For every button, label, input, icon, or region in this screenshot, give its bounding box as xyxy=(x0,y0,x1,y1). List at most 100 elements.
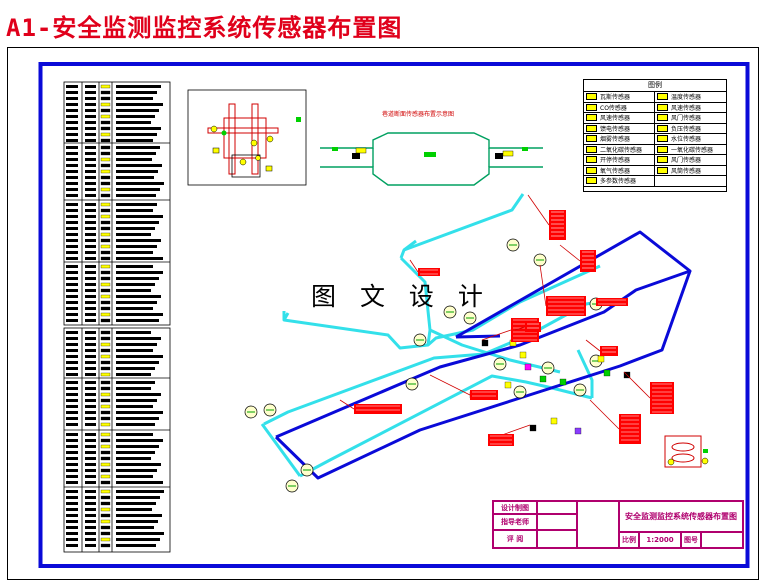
table-cell-mark xyxy=(116,393,161,396)
table-cell-mark xyxy=(100,404,111,409)
legend-symbol-icon xyxy=(586,166,597,174)
table-cell-mark xyxy=(116,405,153,408)
table-cell-mark xyxy=(66,469,78,472)
table-cell-mark xyxy=(66,423,78,426)
table-cell-mark xyxy=(66,182,78,185)
table-cell-mark xyxy=(100,232,111,237)
table-cell-mark xyxy=(85,301,96,304)
table-cell-mark xyxy=(66,319,78,322)
table-cell-mark xyxy=(66,97,78,100)
legend-item: 风门传感器 xyxy=(655,113,726,124)
legend-symbol-icon xyxy=(586,177,597,185)
table-cell-mark xyxy=(116,423,155,426)
table-cell-mark xyxy=(100,386,111,391)
legend-symbol-icon xyxy=(586,114,597,122)
advisor-value xyxy=(537,514,577,530)
table-cell-mark xyxy=(85,239,96,242)
table-cell-mark xyxy=(66,439,78,442)
table-cell-mark xyxy=(66,265,78,268)
legend-symbol-icon xyxy=(657,135,668,143)
table-cell-mark xyxy=(85,271,96,274)
table-cell-mark xyxy=(100,126,111,131)
table-cell-mark xyxy=(85,445,96,448)
legend-label: 瓦斯传感器 xyxy=(600,94,631,102)
annotation-label xyxy=(600,346,618,356)
table-cell-mark xyxy=(116,265,153,268)
table-cell-mark xyxy=(100,416,111,421)
table-cell-mark xyxy=(116,445,159,448)
section-diagram xyxy=(320,132,543,186)
sensor-block-icon xyxy=(574,427,582,435)
detail-box xyxy=(187,89,307,186)
leader-line xyxy=(539,264,547,307)
legend-symbol-icon xyxy=(586,124,597,132)
table-cell-mark xyxy=(85,146,96,149)
table-cell-mark xyxy=(116,355,163,358)
table-cell-mark xyxy=(85,373,96,376)
table-cell-mark xyxy=(100,250,111,255)
table-cell-mark xyxy=(100,145,111,150)
table-cell-mark xyxy=(100,480,111,485)
table-cell-mark xyxy=(66,221,78,224)
table-cell-mark xyxy=(85,127,96,130)
table-cell-mark xyxy=(85,469,96,472)
legend-symbol-icon xyxy=(586,135,597,143)
legend-label: 二氧化碳传感器 xyxy=(600,146,643,154)
table-cell-mark xyxy=(116,313,163,316)
table-cell-mark xyxy=(85,257,96,260)
legend-item: 负压传感器 xyxy=(655,124,726,134)
annotations xyxy=(339,194,674,446)
table-cell-mark xyxy=(100,294,111,299)
section-sensors xyxy=(332,147,528,159)
table-cell-mark xyxy=(85,526,96,529)
table-cell-mark xyxy=(66,387,78,390)
legend-symbol-icon xyxy=(657,124,668,132)
table-cell-mark xyxy=(85,520,96,523)
sensor-block-icon xyxy=(529,424,537,432)
table-cell-mark xyxy=(100,169,111,174)
table-cell-mark xyxy=(100,175,111,180)
scale-label: 比例 xyxy=(619,532,639,548)
table-cell-mark xyxy=(100,318,111,323)
sensor-block-icon xyxy=(603,369,611,377)
sensor-block-icon xyxy=(539,375,547,383)
table-cell-mark xyxy=(100,348,111,353)
legend-label: 风速传感器 xyxy=(600,115,631,123)
table-cell-mark xyxy=(66,215,78,218)
legend-item: 风筒传感器 xyxy=(655,166,726,176)
legend-label: 一氧化碳传感器 xyxy=(671,146,714,154)
table-cell-mark xyxy=(66,393,78,396)
legend-item: 二氧化碳传感器 xyxy=(584,144,655,155)
table-cell-mark xyxy=(66,239,78,242)
table-cell-mark xyxy=(66,349,78,352)
table-cell-mark xyxy=(100,354,111,359)
table-cell-mark xyxy=(85,115,96,118)
table-cell-mark xyxy=(85,97,96,100)
table-cell-mark xyxy=(116,532,164,535)
table-cell-mark xyxy=(85,283,96,286)
legend-item xyxy=(655,176,726,187)
table-cell-mark xyxy=(85,164,96,167)
table-cell-mark xyxy=(100,366,111,371)
legend-symbol-icon xyxy=(586,93,597,101)
table-cell-mark xyxy=(66,481,78,484)
legend-symbol-icon xyxy=(657,178,666,183)
table-cell-mark xyxy=(66,127,78,130)
table-cell-mark xyxy=(66,508,78,511)
table-cell-mark xyxy=(100,163,111,168)
legend-label: 风门传感器 xyxy=(671,115,702,123)
table-cell-mark xyxy=(116,133,157,136)
table-cell-mark xyxy=(100,432,111,437)
table-cell-mark xyxy=(66,331,78,334)
table-cell-mark xyxy=(100,474,111,479)
table-cell-mark xyxy=(116,381,155,384)
table-cell-mark xyxy=(66,355,78,358)
legend-symbol-icon xyxy=(657,156,668,164)
table-cell-mark xyxy=(66,538,78,541)
table-cell-mark xyxy=(85,176,96,179)
table-cell-mark xyxy=(85,355,96,358)
table-cell-mark xyxy=(100,84,111,89)
table-cell-mark xyxy=(66,271,78,274)
table-cell-mark xyxy=(116,251,153,254)
